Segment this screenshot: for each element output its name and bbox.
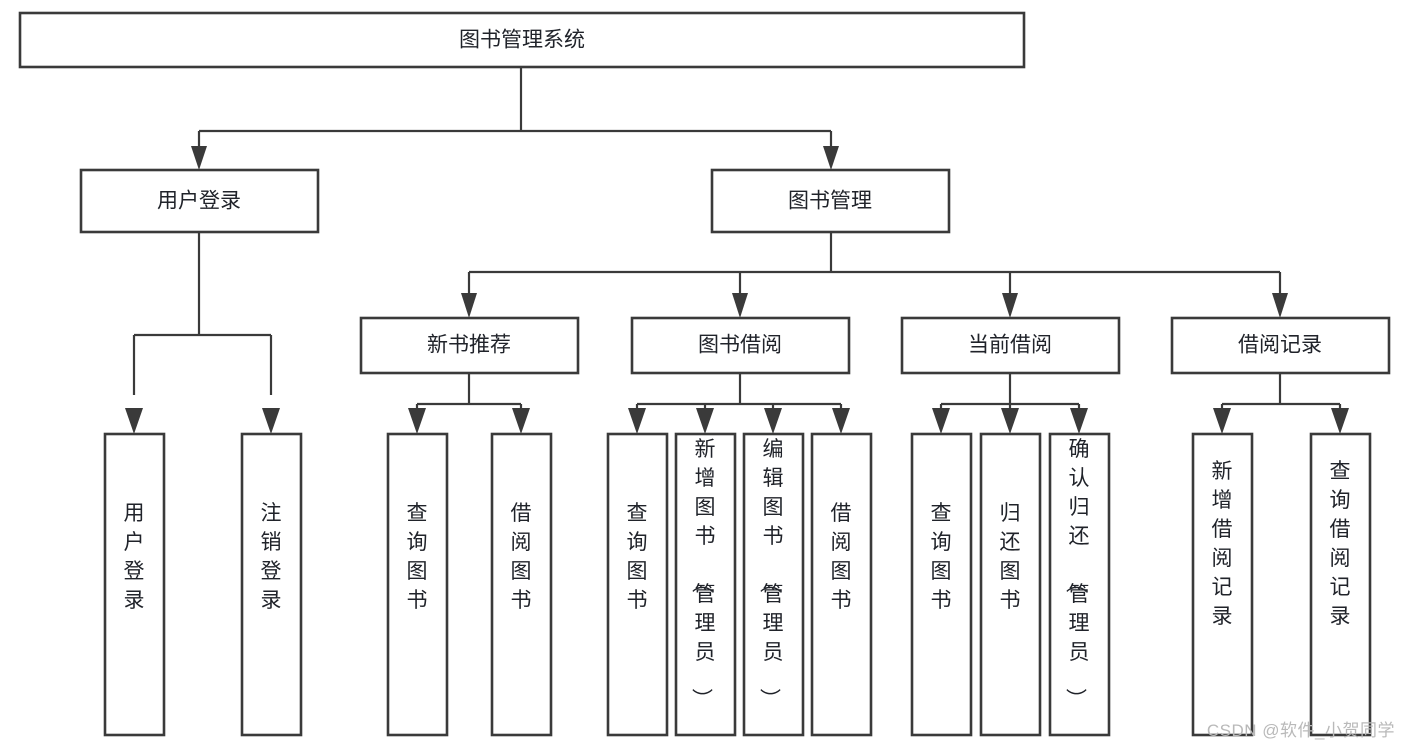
node-leaf-add-book[interactable]: 新增图书（管理员）	[674, 432, 737, 737]
arrow-head-leaf-edit-book	[764, 408, 782, 434]
arrow-head-leaf-return-book	[1001, 408, 1019, 434]
arrow-head-leaf-add-book	[696, 408, 714, 434]
arrow-head-leaf-borrow-book-1	[512, 408, 530, 434]
node-leaf-query-record[interactable]: 查询借阅记录	[1309, 432, 1372, 737]
node-book-borrow[interactable]: 图书借阅	[630, 316, 851, 375]
arrow-head-leaf-logout-login	[262, 408, 280, 434]
node-leaf-logout-login[interactable]: 注销登录	[240, 432, 303, 737]
arrow-head-leaf-query-book-1	[408, 408, 426, 434]
connector-root-to-level2	[191, 67, 839, 170]
node-leaf-query-book-3[interactable]: 查询图书	[910, 432, 973, 737]
node-leaf-add-book-label: 新增图书（管理员）	[690, 438, 716, 709]
arrow-head-leaf-query-book-3	[932, 408, 950, 434]
connector-currentborrow-to-leaves	[932, 373, 1088, 434]
node-leaf-borrow-book-2-label: 借阅图书	[831, 502, 852, 612]
node-leaf-edit-book[interactable]: 编辑图书（管理员）	[742, 432, 805, 737]
connector-bookmanage-to-level3	[461, 232, 1288, 318]
node-root-system[interactable]: 图书管理系统	[18, 11, 1026, 69]
node-borrow-record-label: 借阅记录	[1238, 334, 1322, 357]
node-book-manage[interactable]: 图书管理	[710, 168, 951, 234]
node-new-book-recommend-label: 新书推荐	[427, 334, 511, 357]
arrow-head-leaf-query-record	[1331, 408, 1349, 434]
node-current-borrow[interactable]: 当前借阅	[900, 316, 1121, 375]
node-book-borrow-label: 图书借阅	[698, 334, 782, 357]
arrow-head-leaf-borrow-book-2	[832, 408, 850, 434]
arrow-head-user-login	[191, 146, 207, 170]
arrow-head-leaf-user-login	[125, 408, 143, 434]
node-current-borrow-label: 当前借阅	[968, 334, 1052, 357]
node-leaf-user-login[interactable]: 用户登录	[103, 432, 166, 737]
arrow-head-leaf-add-record	[1213, 408, 1231, 434]
node-leaf-query-record-label: 查询借阅记录	[1330, 460, 1351, 628]
node-root-system-label: 图书管理系统	[459, 29, 585, 52]
connector-bookborrow-to-leaves	[628, 373, 850, 434]
arrow-head-leaf-query-book-2	[628, 408, 646, 434]
node-leaf-return-book[interactable]: 归还图书	[979, 432, 1042, 737]
node-leaf-return-book-label: 归还图书	[1000, 502, 1021, 612]
node-leaf-logout-login-label: 注销登录	[261, 502, 282, 612]
node-user-login-label: 用户登录	[157, 190, 241, 213]
node-leaf-query-book-2[interactable]: 查询图书	[606, 432, 669, 737]
node-book-manage-label: 图书管理	[788, 190, 872, 213]
connector-userlogin-to-leaves	[125, 232, 280, 434]
node-leaf-borrow-book-1[interactable]: 借阅图书	[490, 432, 553, 737]
connector-newbook-to-leaves	[408, 373, 530, 434]
arrow-head-book-borrow	[732, 293, 748, 318]
node-leaf-borrow-book-2[interactable]: 借阅图书	[810, 432, 873, 737]
connector-borrowrecord-to-leaves	[1213, 373, 1349, 434]
node-user-login[interactable]: 用户登录	[79, 168, 320, 234]
node-leaf-query-book-3-label: 查询图书	[931, 502, 952, 612]
node-leaf-add-record-label: 新增借阅记录	[1212, 460, 1233, 628]
node-leaf-query-book-1[interactable]: 查询图书	[386, 432, 449, 737]
node-leaf-borrow-book-1-label: 借阅图书	[511, 502, 532, 612]
node-leaf-confirm-return-label: 确认归还（管理员）	[1064, 438, 1090, 709]
node-leaf-confirm-return[interactable]: 确认归还（管理员）	[1048, 432, 1111, 737]
node-leaf-query-book-2-label: 查询图书	[627, 502, 648, 612]
arrow-head-borrow-record	[1272, 293, 1288, 318]
node-borrow-record[interactable]: 借阅记录	[1170, 316, 1391, 375]
arrow-head-leaf-confirm-return	[1070, 408, 1088, 434]
arrow-head-current-borrow	[1002, 293, 1018, 318]
node-new-book-recommend[interactable]: 新书推荐	[359, 316, 580, 375]
node-leaf-add-record[interactable]: 新增借阅记录	[1191, 432, 1254, 737]
csdn-watermark: CSDN @软件_小贺同学	[1206, 721, 1395, 740]
arrow-head-book-manage	[823, 146, 839, 170]
node-leaf-edit-book-label: 编辑图书（管理员）	[758, 438, 784, 709]
node-leaf-query-book-1-label: 查询图书	[407, 502, 428, 612]
arrow-head-new-book-recommend	[461, 293, 477, 318]
node-leaf-user-login-label: 用户登录	[124, 502, 145, 612]
